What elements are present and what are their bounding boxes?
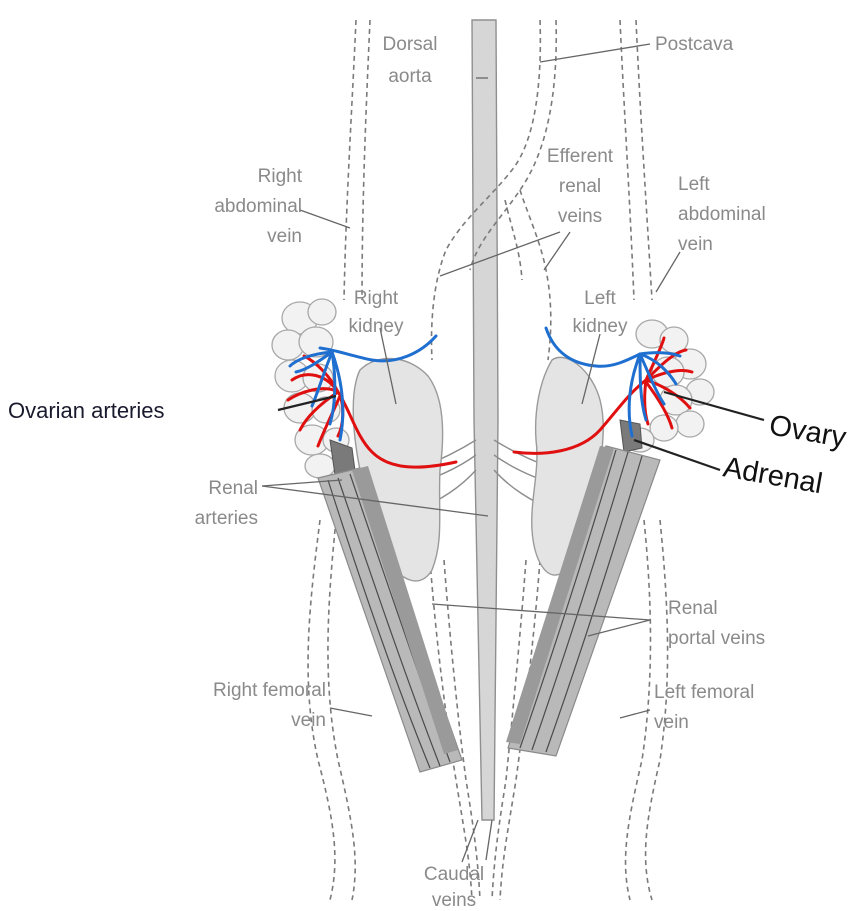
label-left-femoral-2: vein <box>654 712 689 733</box>
label-left-abdominal-2: abdominal <box>678 204 766 225</box>
label-right-kidney-2: kidney <box>349 316 404 337</box>
label-dorsal-aorta-1: Dorsal <box>383 34 438 55</box>
dorsal-aorta <box>472 20 498 820</box>
label-right-femoral-1: Right femoral <box>213 680 326 701</box>
label-left-femoral-1: Left femoral <box>654 682 754 703</box>
label-ovarian-arteries: Ovarian arteries <box>8 398 165 423</box>
label-right-abdominal-2: abdominal <box>214 196 302 217</box>
label-right-kidney-1: Right <box>354 288 399 309</box>
label-adrenal: Adrenal <box>721 451 825 500</box>
label-left-kidney-1: Left <box>584 288 616 309</box>
label-efferent-1: Efferent <box>547 146 614 167</box>
label-postcava: Postcava <box>655 34 734 55</box>
label-ovary: Ovary <box>767 409 849 454</box>
label-left-abdominal-3: vein <box>678 234 713 255</box>
label-renal-portal-1: Renal <box>668 598 718 619</box>
label-left-kidney-2: kidney <box>573 316 628 337</box>
label-left-abdominal-1: Left <box>678 174 710 195</box>
label-renal-arteries-2: arteries <box>195 508 258 529</box>
label-renal-portal-2: portal veins <box>668 628 765 649</box>
label-efferent-3: veins <box>558 206 602 227</box>
label-renal-arteries-1: Renal <box>208 478 258 499</box>
label-right-abdominal-1: Right <box>258 166 303 187</box>
label-efferent-2: renal <box>559 176 601 197</box>
left-abdominal-vein <box>620 20 652 300</box>
label-right-femoral-2: vein <box>291 710 326 731</box>
label-right-abdominal-3: vein <box>267 226 302 247</box>
label-caudal-1: Caudal <box>424 864 484 885</box>
label-dorsal-aorta-2: aorta <box>388 66 432 87</box>
label-caudal-2: veins <box>432 890 476 911</box>
right-abdominal-vein <box>344 20 370 300</box>
